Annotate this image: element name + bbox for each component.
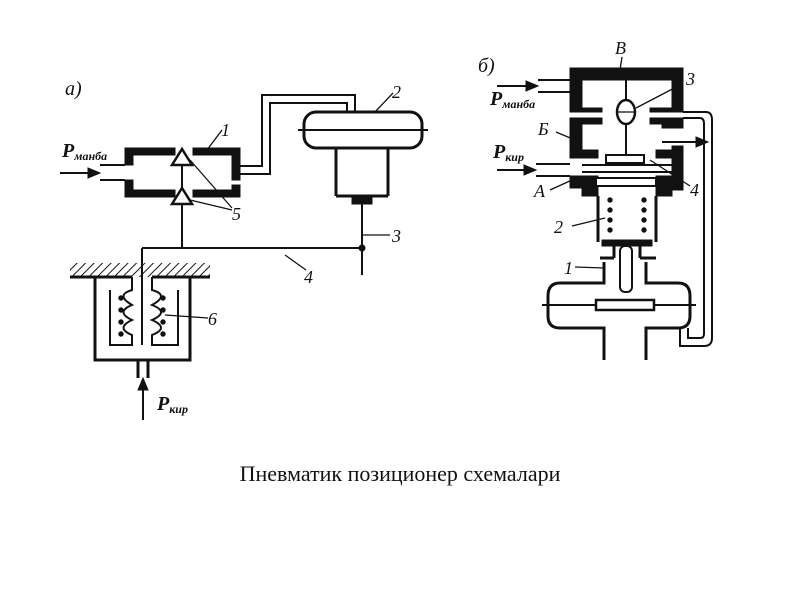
diagram-b-chamber-label-a: А bbox=[533, 181, 546, 201]
diagram-b-callout-2: 2 bbox=[554, 217, 563, 237]
diagram-a-bellows bbox=[70, 263, 210, 378]
diagram-a-bellows-spring-dots bbox=[118, 295, 166, 337]
diagram-b-feedback-pipe bbox=[679, 111, 713, 347]
diagram-a-nozzle-block bbox=[100, 146, 241, 248]
diagram-a-supply-arrow bbox=[60, 167, 102, 179]
diagram-b-callout-leaders bbox=[549, 56, 691, 269]
diagram-a-pipe-to-actuator bbox=[240, 94, 356, 175]
diagram-b-output-arrow bbox=[662, 136, 710, 148]
diagram-a-lever bbox=[141, 244, 366, 345]
diagram-b-valve-ball bbox=[615, 80, 637, 158]
diagram-b-input-arrow bbox=[497, 164, 538, 176]
diagram-a-actuator bbox=[298, 110, 428, 275]
diagram-b-input-pressure-label: Pкир bbox=[492, 141, 524, 164]
diagram-a-callout-leaders bbox=[164, 92, 394, 319]
diagram-a-callout-6: 6 bbox=[208, 309, 217, 329]
diagram-b-housing bbox=[569, 67, 684, 197]
diagram-a-callout-2: 2 bbox=[392, 82, 401, 102]
diagram-a-label: а) bbox=[65, 78, 82, 100]
diagram-b-callout-4: 4 bbox=[690, 180, 699, 200]
diagram-b: б) Pманба Pкир bbox=[478, 38, 713, 360]
figure-caption: Пневматик позиционер схемалари bbox=[240, 461, 561, 486]
diagram-b-spring-dots bbox=[607, 197, 647, 233]
diagram-b-stem bbox=[600, 245, 656, 293]
diagram-b-callout-1: 1 bbox=[564, 258, 573, 278]
diagram-a: а) Pманба bbox=[60, 78, 428, 420]
diagram-a-callout-4: 4 bbox=[304, 267, 313, 287]
diagram-a-supply-pressure-label: Pманба bbox=[61, 140, 107, 163]
diagram-b-chamber-label-b: Б bbox=[537, 119, 549, 139]
diagram-b-callout-3: 3 bbox=[685, 69, 695, 89]
diagram-b-actuator bbox=[542, 276, 696, 360]
diagram-b-label: б) bbox=[478, 55, 495, 77]
diagram-a-callout-1: 1 bbox=[221, 120, 230, 140]
diagram-a-input-arrow bbox=[137, 376, 149, 420]
diagram-a-input-pressure-label: Pкир bbox=[156, 393, 188, 416]
svg-text:Pманба: Pманба bbox=[61, 140, 107, 163]
diagram-b-supply-arrow bbox=[497, 80, 540, 92]
diagram-a-callout-5: 5 bbox=[232, 204, 241, 224]
diagram-b-chamber-label-v: В bbox=[615, 38, 626, 58]
diagram-b-supply-pressure-label: Pманба bbox=[489, 88, 535, 111]
diagram-a-callout-3: 3 bbox=[391, 226, 401, 246]
diagram-b-spring-chamber bbox=[596, 196, 658, 247]
